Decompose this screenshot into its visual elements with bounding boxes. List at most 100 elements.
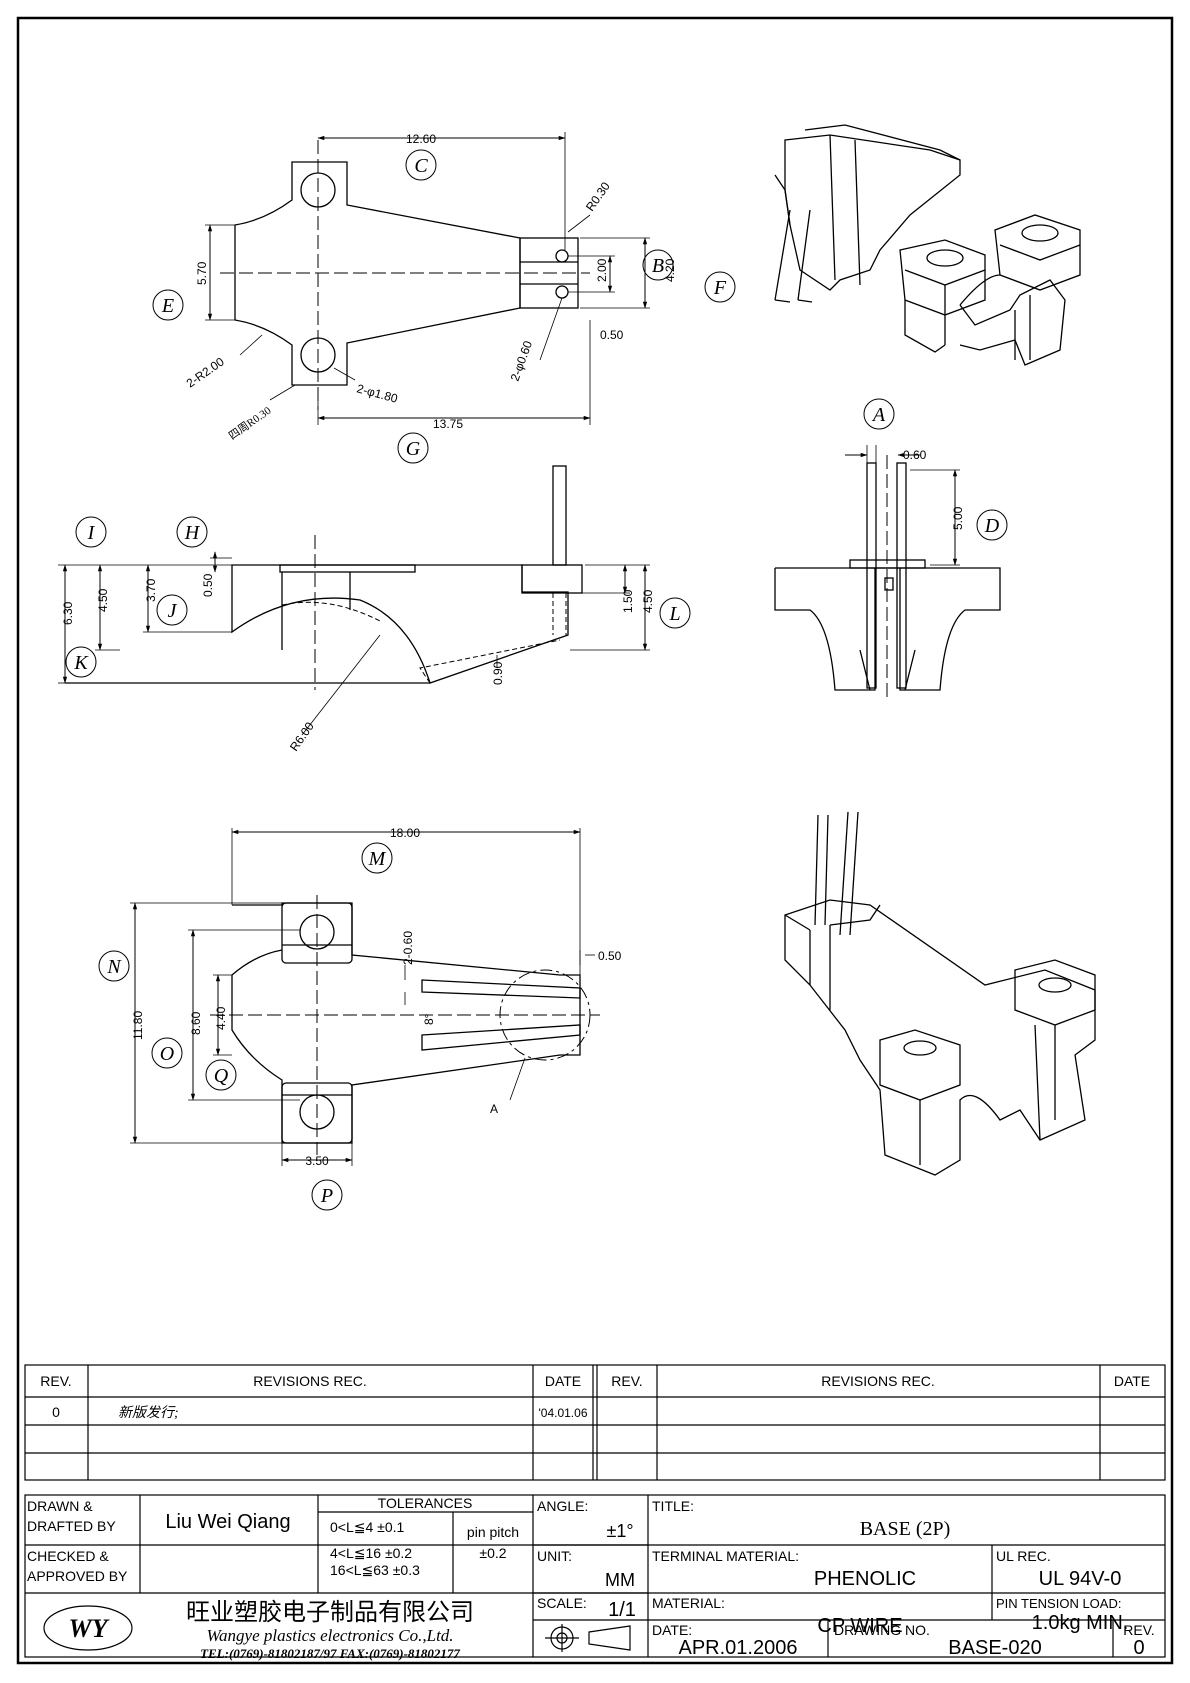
company-name-cn: 旺业塑胶电子制品有限公司 xyxy=(186,1599,474,1626)
callout-q: Q xyxy=(214,1065,229,1087)
checked-label-1: CHECKED & xyxy=(27,1548,109,1564)
rev-value: 0 xyxy=(1133,1637,1144,1659)
terminal-material-value: PHENOLIC xyxy=(814,1568,916,1590)
company-tel-fax: TEL:(0769)-81802187/97 FAX:(0769)-818021… xyxy=(200,1646,460,1661)
date-header-left: DATE xyxy=(545,1373,581,1389)
revisions-text: REV. REVISIONS REC. DATE REV. REVISIONS … xyxy=(40,1373,1150,1421)
dim-r6-00: R6.00 xyxy=(287,719,317,754)
dim-6-30: 6.30 xyxy=(61,601,75,625)
sheet-border xyxy=(16,16,1174,1665)
tolerances-title: TOLERANCES xyxy=(378,1495,473,1511)
dim-2-phi-1-80: 2-φ1.80 xyxy=(355,381,399,405)
scale-label: SCALE: xyxy=(537,1595,587,1611)
revision-row-date: '04.01.06 xyxy=(538,1406,587,1420)
iso-view-top xyxy=(774,124,1081,366)
callout-i: I xyxy=(87,522,96,544)
bottom-view-text: 18.00 11.80 8.60 4.40 2-0.60 0.50 8° A 3… xyxy=(131,826,622,1168)
pin-pitch-value: ±0.2 xyxy=(479,1545,506,1561)
dim-2-r2-00: 2-R2.00 xyxy=(184,354,227,390)
tolerance-row-1: 0<L≦4 ±0.1 xyxy=(330,1519,405,1535)
revision-row-rec: 新版发行; xyxy=(118,1405,179,1421)
top-view xyxy=(205,132,650,425)
dim-0-50-bottom: 0.50 xyxy=(598,949,622,963)
ul-rec-label: UL REC. xyxy=(996,1548,1051,1564)
side-view xyxy=(774,445,1001,700)
date-header-right: DATE xyxy=(1114,1373,1150,1389)
callout-a: A xyxy=(871,404,886,426)
callout-g: G xyxy=(406,438,421,460)
callout-c: C xyxy=(414,155,428,177)
callout-b: B xyxy=(652,255,664,277)
scale-value: 1/1 xyxy=(608,1599,636,1621)
callout-h: H xyxy=(184,522,201,544)
dim-2-00: 2.00 xyxy=(595,258,609,282)
checked-label-2: APPROVED BY xyxy=(27,1568,128,1584)
rev-label: REV. xyxy=(1123,1622,1154,1638)
bottom-view-callouts: M N O Q P xyxy=(98,842,393,1211)
callout-o: O xyxy=(160,1043,174,1065)
callout-j: J xyxy=(168,600,178,622)
revisions-table xyxy=(24,1364,1166,1481)
material-value: CP WIRE xyxy=(817,1615,902,1637)
pin-tension-label: PIN TENSION LOAD: xyxy=(996,1596,1121,1611)
date-value: APR.01.2006 xyxy=(679,1637,798,1659)
rec-header-left: REVISIONS REC. xyxy=(253,1373,367,1389)
dim-0-50-front: 0.50 xyxy=(201,573,215,597)
dim-3-50: 3.50 xyxy=(305,1154,329,1168)
callout-e: E xyxy=(161,295,174,317)
dim-4-20: 4.20 xyxy=(663,258,677,282)
dim-3-70: 3.70 xyxy=(144,578,158,602)
drawn-label-2: DRAFTED BY xyxy=(27,1518,116,1534)
rev-header-right: REV. xyxy=(611,1373,642,1389)
callout-p: P xyxy=(320,1185,333,1207)
angle-label: ANGLE: xyxy=(537,1498,588,1514)
bottom-view xyxy=(130,828,600,1166)
rec-header-right: REVISIONS REC. xyxy=(821,1373,935,1389)
rev-header-left: REV. xyxy=(40,1373,71,1389)
unit-value: MM xyxy=(605,1570,635,1590)
detail-a-label: A xyxy=(490,1102,498,1116)
dim-12-60: 12.60 xyxy=(406,132,436,146)
title-block-text: DRAWN & DRAFTED BY Liu Wei Qiang CHECKED… xyxy=(27,1495,1155,1661)
callout-m: M xyxy=(368,848,387,870)
terminal-material-label: TERMINAL MATERIAL: xyxy=(652,1548,799,1564)
title-block xyxy=(24,1494,1166,1658)
pin-tension-value: 1.0kg MIN. xyxy=(1032,1612,1129,1634)
top-view-text: 12.60 R0.30 2.00 4.20 5.70 2-R2.00 2-φ1.… xyxy=(184,132,677,442)
front-view xyxy=(58,465,650,736)
dim-4-40: 4.40 xyxy=(214,1006,228,1030)
front-view-callouts: I H J K L xyxy=(65,516,691,678)
drawing-no-value: BASE-020 xyxy=(948,1637,1041,1659)
dim-r0-30: R0.30 xyxy=(583,179,613,214)
drawn-label-1: DRAWN & xyxy=(27,1498,93,1514)
dim-13-75: 13.75 xyxy=(433,417,463,431)
material-label: MATERIAL: xyxy=(652,1595,725,1611)
title-label: TITLE: xyxy=(652,1498,694,1514)
dim-1-50: 1.50 xyxy=(621,589,635,613)
side-view-callouts: A D xyxy=(863,398,1008,541)
date-label: DATE: xyxy=(652,1622,692,1638)
drawn-by-name: Liu Wei Qiang xyxy=(165,1511,290,1533)
dim-0-50: 0.50 xyxy=(600,328,624,342)
tolerance-row-3: 16<L≦63 ±0.3 xyxy=(330,1562,420,1578)
title-value: BASE (2P) xyxy=(860,1518,951,1540)
dim-5-00: 5.00 xyxy=(951,506,965,530)
ul-rec-value: UL 94V-0 xyxy=(1039,1568,1122,1590)
unit-label: UNIT: xyxy=(537,1548,572,1564)
callout-k: K xyxy=(73,652,89,674)
dim-2-phi-0-60: 2-φ0.60 xyxy=(508,339,536,383)
callout-n: N xyxy=(106,956,122,978)
dim-0-60-side: 0.60 xyxy=(903,448,927,462)
iso-view-bottom xyxy=(784,811,1096,1176)
callout-f: F xyxy=(713,277,727,299)
company-name-en: Wangye plastics electronics Co.,Ltd. xyxy=(206,1626,453,1645)
dim-2-0-60: 2-0.60 xyxy=(401,931,415,965)
revision-row-rev: 0 xyxy=(52,1404,60,1420)
tolerance-row-2: 4<L≦16 ±0.2 xyxy=(330,1545,412,1561)
dim-4-50: 4.50 xyxy=(96,588,110,612)
pin-pitch-label: pin pitch xyxy=(467,1524,519,1540)
angle-value: ±1° xyxy=(606,1521,633,1541)
top-view-callouts: C B F E G xyxy=(152,149,736,464)
dim-8-60: 8.60 xyxy=(189,1011,203,1035)
